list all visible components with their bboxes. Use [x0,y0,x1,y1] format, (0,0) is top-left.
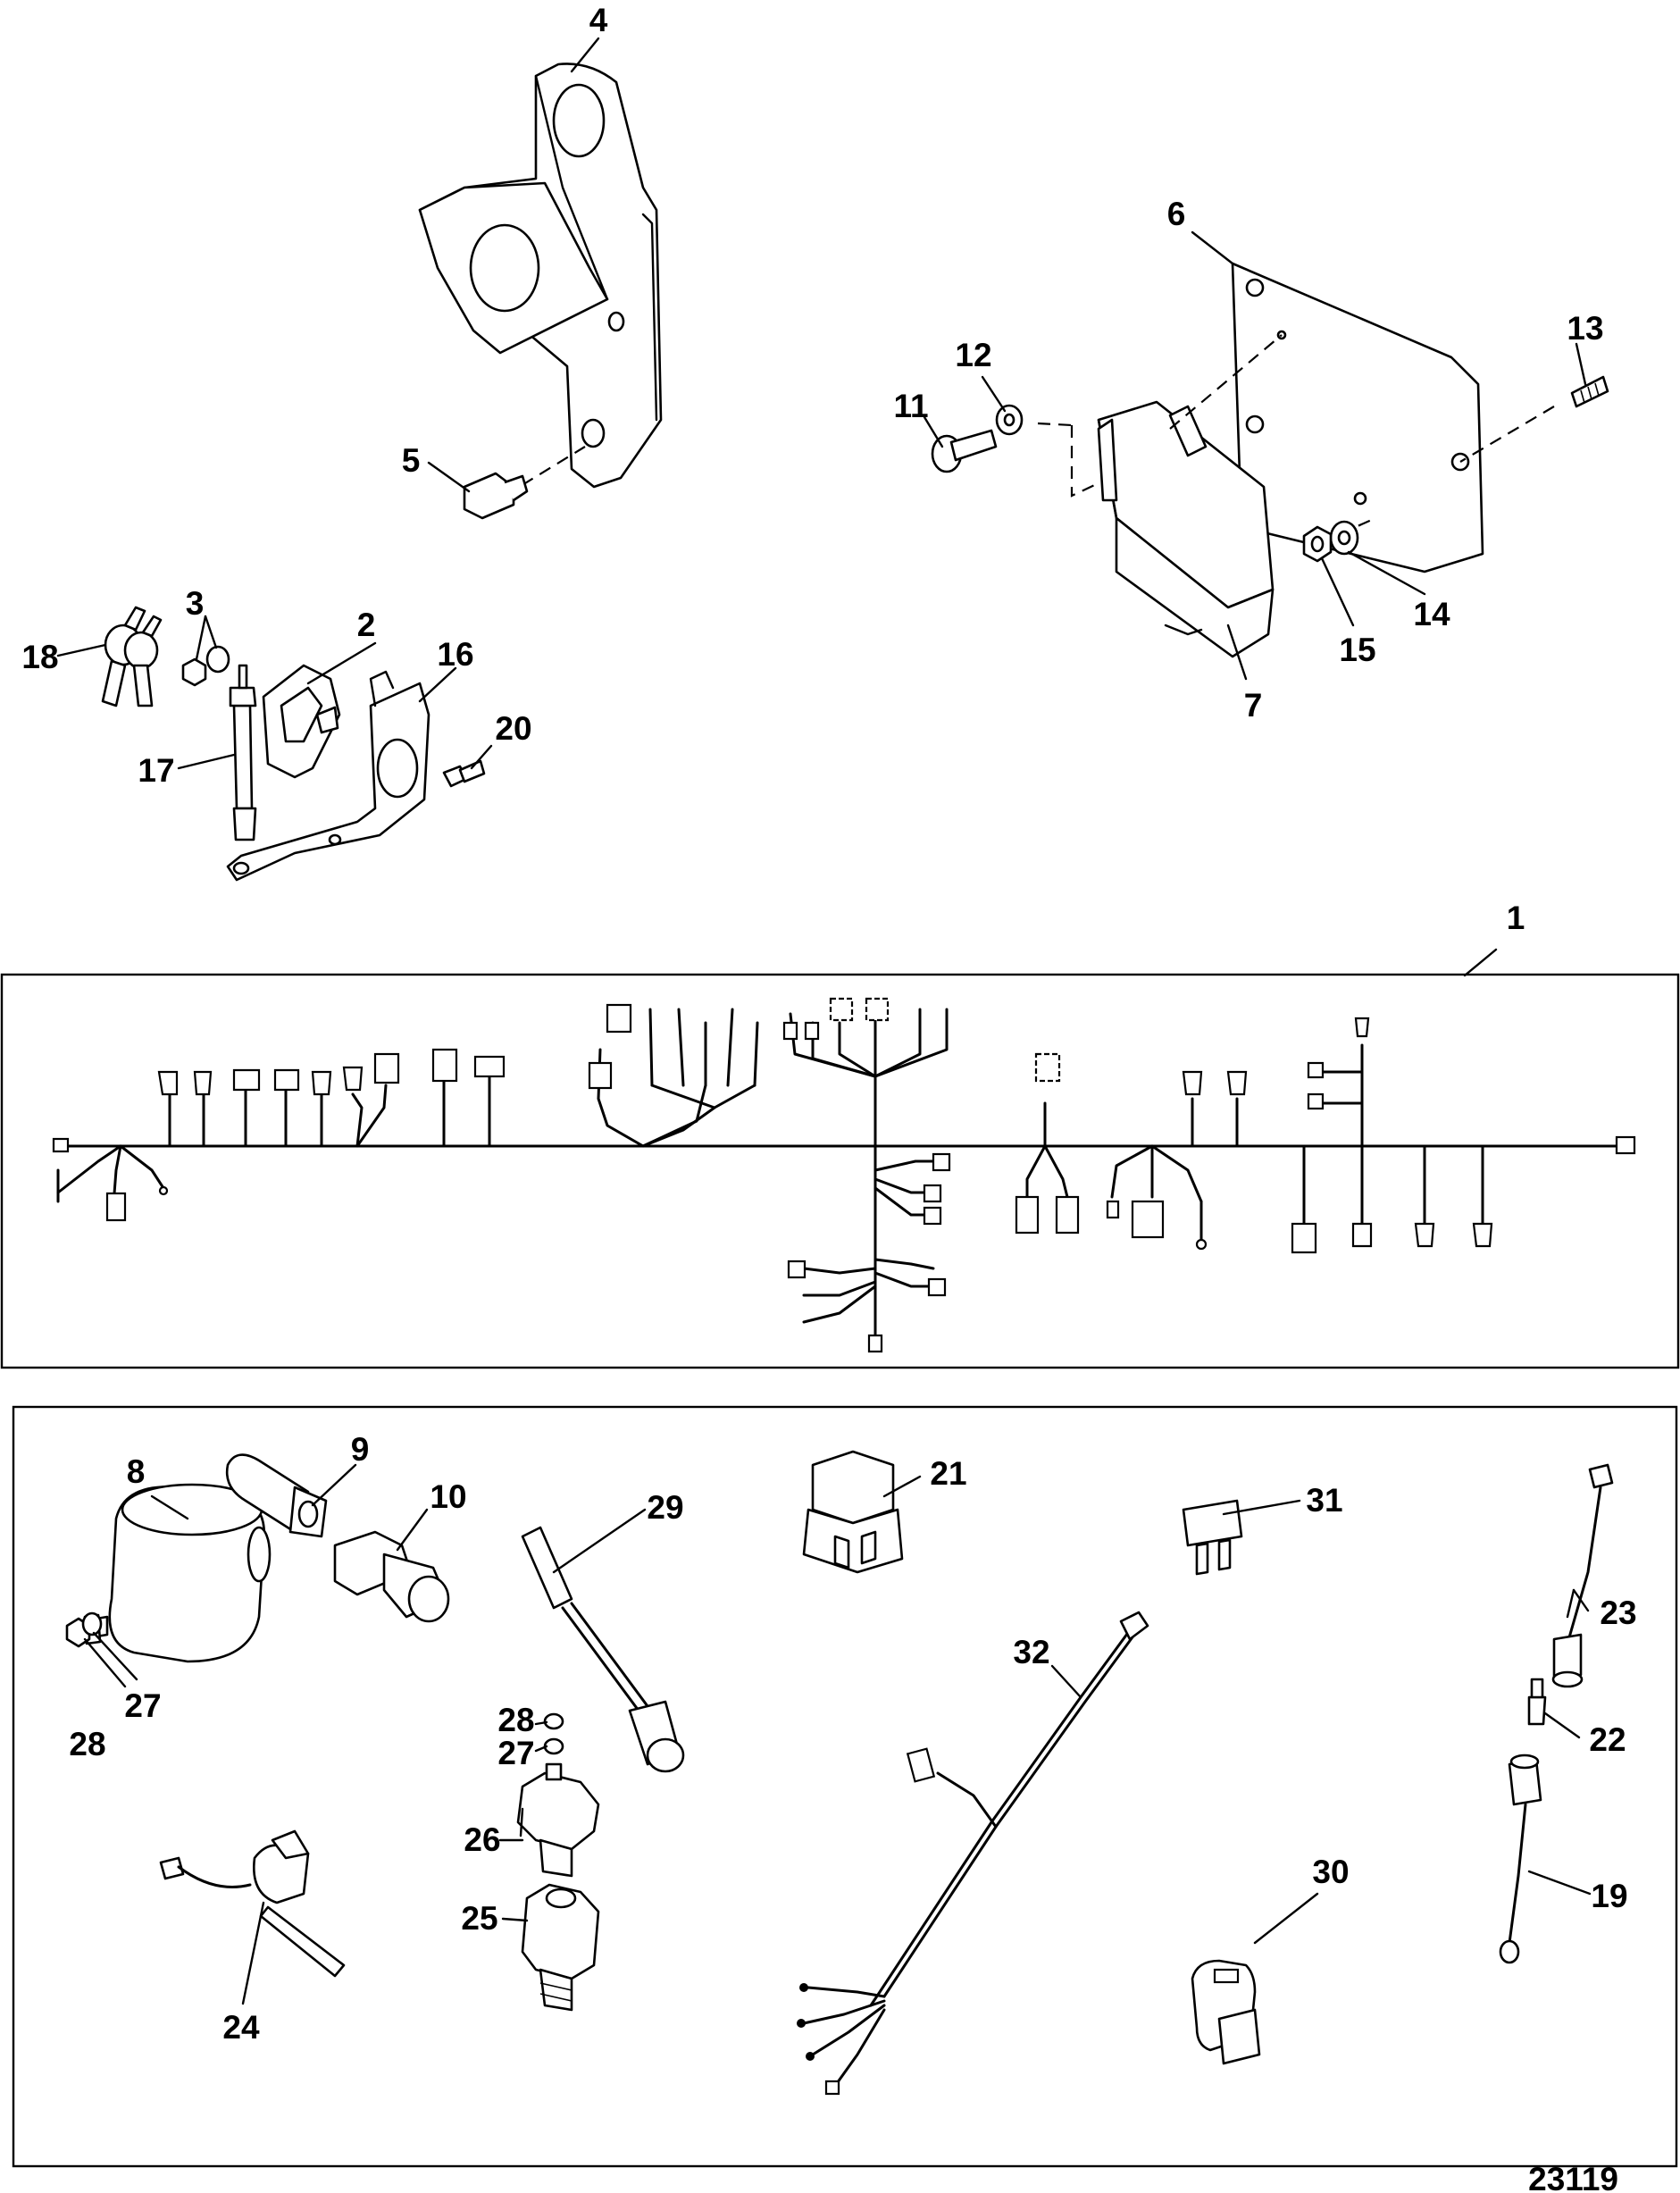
screw-part [931,429,998,473]
callout-5: 5 [402,442,421,479]
leader-7-6 [1169,334,1283,430]
switch-10-part [333,1530,450,1623]
callout-1: 1 [1507,900,1525,936]
callout-13: 13 [1567,310,1603,347]
leader-12-7 [1037,422,1073,427]
fitting-9-part [225,1453,328,1538]
callout-21: 21 [930,1455,966,1492]
callout-32: 32 [1013,1634,1049,1670]
washer-part [995,404,1024,436]
stud-part [1570,375,1609,408]
callout-19: 19 [1591,1878,1627,1914]
lead-19-part [1499,1754,1542,1964]
callout-labels: 4 5 6 13 12 11 14 15 7 3 2 16 18 20 17 1… [21,2,1636,2193]
callout-17: 17 [138,752,174,789]
bolt-part [463,472,529,520]
callout-7: 7 [1244,687,1263,724]
nuts-3-part [181,645,230,687]
callout-10: 10 [430,1478,466,1515]
callout-14: 14 [1413,596,1450,632]
bracket-part [418,63,663,489]
harness-32-ring-b [797,2019,806,2028]
leader-lines [56,37,1592,2005]
washer-14-hole [1337,530,1351,546]
switch-26-part [516,1762,600,1878]
callout-28-a: 28 [69,1726,105,1762]
sender-8-part [79,1483,272,1663]
leader-5-4 [504,446,586,497]
callout-16: 16 [437,636,473,673]
figure-number: 23119 [1528,2161,1618,2193]
harness-32-part [797,1611,1149,2096]
callout-15: 15 [1339,632,1375,668]
callout-27-a: 27 [124,1687,161,1724]
callout-28-b: 28 [497,1702,534,1738]
callout-25: 25 [461,1900,497,1937]
callout-27-b: 27 [497,1735,534,1771]
callout-26: 26 [464,1821,500,1858]
harness-frame [0,973,1680,1369]
wiring-harness-part [52,997,1636,1353]
stud-17-part [229,664,257,841]
callout-18: 18 [21,639,58,675]
leader-1 [1463,948,1498,977]
callout-12: 12 [955,337,991,373]
harness-32-ring-c [806,2052,815,2061]
callout-31: 31 [1306,1482,1342,1519]
sensor-29-part [521,1526,685,1773]
callout-6: 6 [1167,196,1186,232]
circuit-breaker-part [262,664,341,779]
fuse-31-part [1182,1499,1243,1576]
dash-11-module [1070,425,1101,498]
callout-20: 20 [495,710,531,747]
screw-20-part [442,759,486,788]
terminals-18-part [101,606,163,707]
terminal-22-part [1527,1678,1547,1726]
callout-30: 30 [1312,1854,1349,1890]
sensor-24-part [159,1829,346,1978]
leader-13-6 [1459,406,1555,463]
callout-23: 23 [1600,1595,1636,1631]
callout-8: 8 [127,1453,146,1490]
washer-28b-part [543,1712,564,1730]
nut-15-hole [1310,535,1325,553]
washer-27a-part [81,1611,103,1636]
control-module-part [1097,400,1275,658]
adapter-25-part [521,1883,600,2012]
lead-23-part [1551,1463,1614,1688]
callout-11: 11 [893,388,928,424]
harness-32-ring-a [799,1983,808,1992]
callout-22: 22 [1589,1721,1626,1758]
relay-21-part [802,1450,904,1574]
breaker-bracket-part [226,670,430,882]
callout-29: 29 [647,1489,683,1526]
callout-9: 9 [351,1431,370,1468]
callout-3: 3 [186,585,205,622]
components-frame [12,1405,1678,2168]
callout-2: 2 [357,607,376,643]
callout-4: 4 [589,2,608,38]
plug-30-part [1191,1959,1261,2065]
callout-24: 24 [222,2009,260,2046]
mounting-plate-part [1231,262,1484,573]
